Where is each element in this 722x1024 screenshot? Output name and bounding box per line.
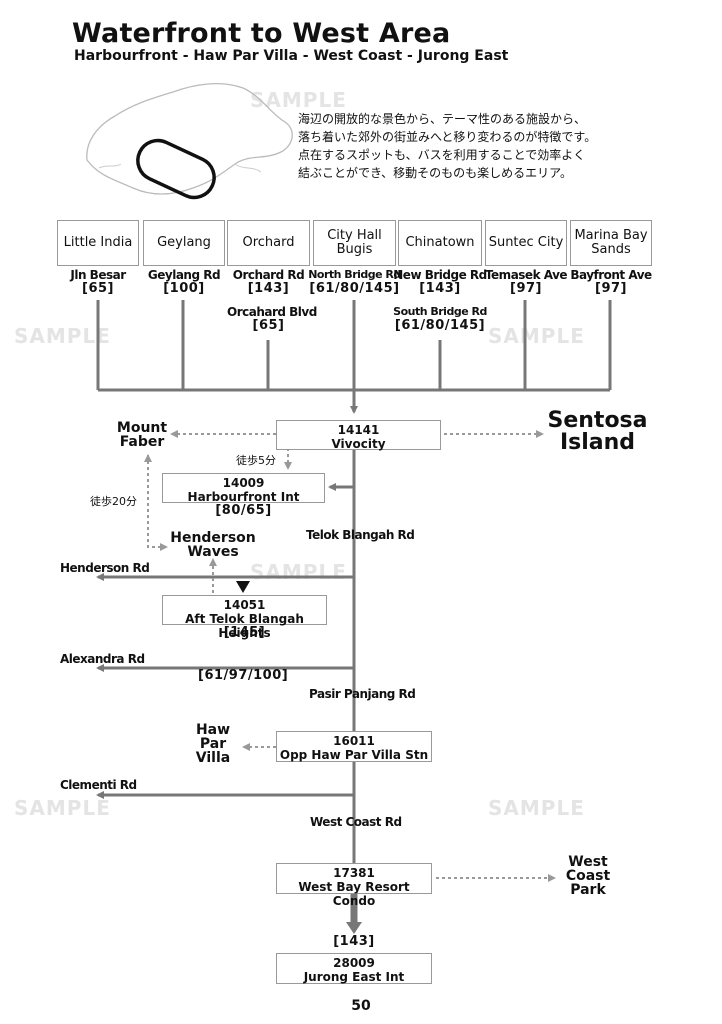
area-road: Geylang Rd xyxy=(147,268,221,282)
road-alexandra: Alexandra Rd xyxy=(60,652,145,666)
stop-harbourfront: 14009 Harbourfront Int xyxy=(162,473,325,504)
stop-code: 14009 xyxy=(222,476,265,490)
stop-code: 17381 xyxy=(333,866,375,880)
watermark: SAMPLE xyxy=(250,88,347,112)
area-road: New Bridge Rd xyxy=(393,268,487,282)
stop-services: [145] xyxy=(223,625,266,640)
watermark: SAMPLE xyxy=(14,796,111,820)
final-service: [143] xyxy=(333,934,375,949)
area-service: [97] xyxy=(595,281,627,296)
area-service: [100] xyxy=(163,281,205,296)
stop-west-bay: 17381 West Bay Resort Condo xyxy=(276,863,432,908)
stop-name: Jurong East Int xyxy=(303,970,405,984)
area-suntec-city: Suntec City xyxy=(485,220,567,266)
area-road: Jln Besar xyxy=(70,268,126,282)
area-service: [65] xyxy=(82,281,114,296)
area-marina-bay-sands: Marina Bay Sands xyxy=(570,220,652,266)
area-orchard: Orchard xyxy=(227,220,310,266)
stop-name: West Bay Resort Condo xyxy=(298,880,410,908)
dest-haw-par-villa: Haw Par Villa xyxy=(195,722,231,766)
area-city-hall-bugis: City Hall Bugis xyxy=(313,220,396,266)
stop-name: Aft Telok Blangah Heights xyxy=(185,612,304,640)
page-subtitle: Harbourfront - Haw Par Villa - West Coas… xyxy=(74,48,509,64)
stop-code: 28009 xyxy=(333,956,375,970)
page-title: Waterfront to West Area xyxy=(72,18,451,49)
road-telok-blangah: Telok Blangah Rd xyxy=(306,528,415,542)
stop-name: Vivocity xyxy=(331,437,386,451)
area-road: Bayfront Ave xyxy=(570,268,652,282)
road-pasir-panjang: Pasir Panjang Rd xyxy=(309,687,416,701)
stop-telok-blangah: 14051 Aft Telok Blangah Heights xyxy=(162,595,327,640)
area-road: Orchard Rd xyxy=(232,268,305,282)
stop-services: [80/65] xyxy=(215,503,272,518)
intro-text: 海辺の開放的な景色から、テーマ性のある施設から、 落ち着いた郊外の街並みへと移り… xyxy=(298,110,658,182)
area-geylang: Geylang xyxy=(143,220,225,266)
area-service: [143] xyxy=(419,281,461,296)
walk-time-mount-faber: 徒歩20分 xyxy=(90,495,137,508)
stop-name: Harbourfront Int xyxy=(187,490,300,504)
stop-name: Opp Haw Par Villa Stn xyxy=(279,748,429,762)
area-service-secondary: [61/80/145] xyxy=(394,318,486,333)
road-clementi: Clementi Rd xyxy=(60,778,137,792)
watermark: SAMPLE xyxy=(14,324,111,348)
dest-henderson-waves: Henderson Waves xyxy=(170,530,256,560)
area-road-secondary: Orcahard Blvd xyxy=(227,305,317,319)
area-little-india: Little India xyxy=(57,220,139,266)
dest-mount-faber: Mount Faber xyxy=(116,420,168,450)
area-road: Temasek Ave xyxy=(484,268,568,282)
stop-vivocity: 14141 Vivocity xyxy=(276,420,441,451)
intro-line: 結ぶことができ、移動そのものも楽しめるエリア。 xyxy=(298,166,572,180)
area-service: [143] xyxy=(247,281,290,296)
area-service-secondary: [65] xyxy=(252,318,285,333)
intro-line: 海辺の開放的な景色から、テーマ性のある施設から、 xyxy=(298,112,587,126)
intro-line: 落ち着いた郊外の街並みへと移り変わるのが特徴です。 xyxy=(298,130,597,144)
watermark: SAMPLE xyxy=(488,324,585,348)
stop-haw-par-villa: 16011 Opp Haw Par Villa Stn xyxy=(276,731,432,762)
singapore-map-icon xyxy=(86,83,293,200)
road-west-coast: West Coast Rd xyxy=(310,815,402,829)
service-alexandra: [61/97/100] xyxy=(198,668,289,683)
dest-sentosa-island: Sentosa Island xyxy=(547,408,648,455)
area-chinatown: Chinatown xyxy=(398,220,482,266)
stop-jurong-east: 28009 Jurong East Int xyxy=(276,953,432,984)
area-road: North Bridge Rd xyxy=(308,268,401,281)
watermark: SAMPLE xyxy=(250,560,347,584)
stop-code: 14141 xyxy=(337,423,380,437)
stop-code: 16011 xyxy=(333,734,375,748)
area-road-secondary: South Bridge Rd xyxy=(393,305,487,318)
watermark: SAMPLE xyxy=(488,796,585,820)
stop-code: 14051 xyxy=(223,598,266,612)
walk-time-harbourfront: 徒歩5分 xyxy=(236,454,276,467)
area-service: [61/80/145] xyxy=(309,281,400,296)
area-service: [97] xyxy=(510,281,542,296)
dest-west-coast-park: West Coast Park xyxy=(565,854,611,898)
road-henderson: Henderson Rd xyxy=(60,561,150,575)
intro-line: 点在するスポットも、バスを利用することで効率よく xyxy=(298,148,586,162)
page-number: 50 xyxy=(351,998,371,1014)
